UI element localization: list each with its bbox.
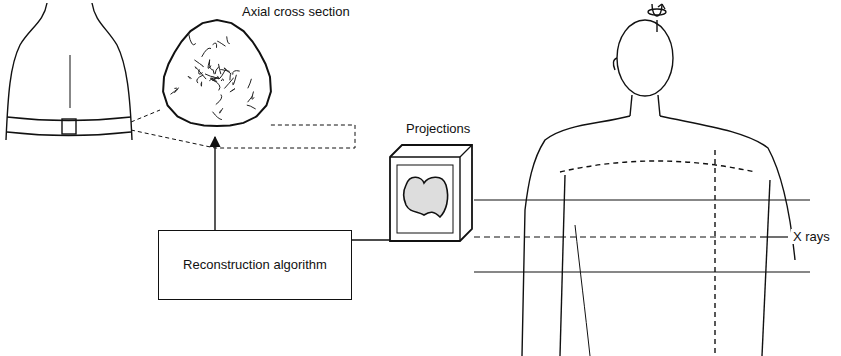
connector bbox=[352, 239, 390, 240]
node-text: Projections bbox=[404, 121, 472, 137]
beam-label: X rays bbox=[791, 229, 832, 244]
cross-section-outline bbox=[158, 18, 276, 136]
patient-figure bbox=[522, 4, 795, 356]
node-text: Reconstruction algorithm bbox=[183, 257, 327, 273]
cross-section-image: Axial cross section bbox=[158, 18, 276, 136]
process-box: Reconstruction algorithm bbox=[158, 230, 352, 300]
x-ray-beams bbox=[474, 200, 810, 272]
connector bbox=[214, 137, 215, 230]
detector-node: Projections bbox=[388, 143, 474, 243]
detector-plate bbox=[388, 143, 474, 243]
node-text: Axial cross section bbox=[240, 4, 352, 20]
back-torso bbox=[6, 3, 132, 140]
